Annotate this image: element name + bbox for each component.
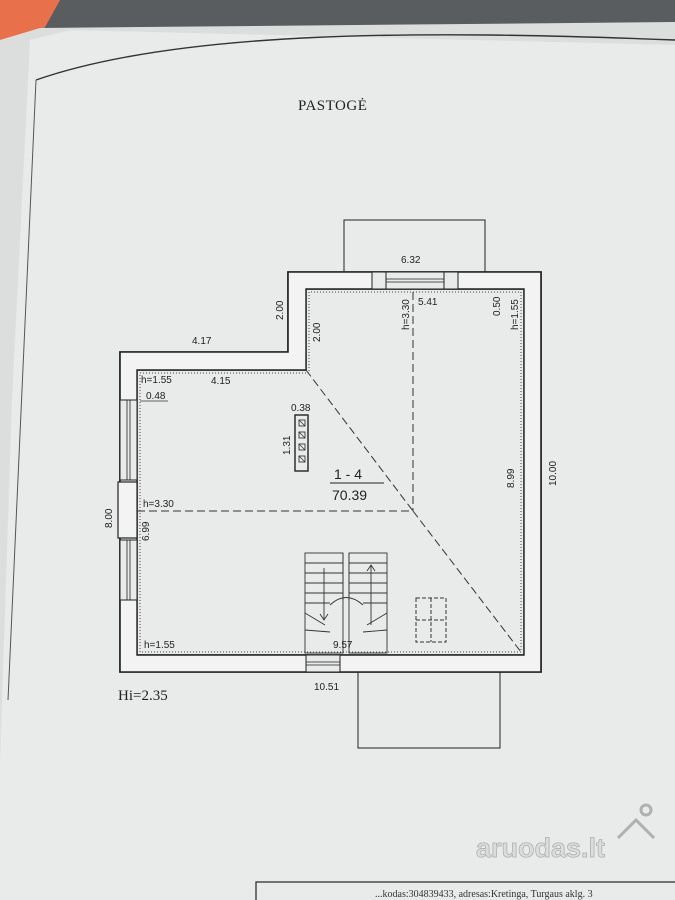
left-window-upper: [119, 399, 138, 481]
dim-left-inner: 6.99: [141, 521, 152, 541]
plan-title: PASTOGĖ: [298, 98, 367, 114]
dim-left-step-outer: 2.00: [275, 300, 286, 320]
dim-bottom-inner: 9.57: [333, 640, 353, 651]
dim-h-top: h=3.30: [401, 299, 412, 330]
dim-h-left-mid: h=3.30: [143, 499, 174, 510]
dim-inner-top: 5.41: [418, 297, 438, 308]
dim-right-outer: 10.00: [548, 461, 559, 486]
chimney: [294, 414, 309, 472]
room-number: 1 - 4: [334, 466, 362, 482]
dim-h-bottom-left: h=1.55: [144, 640, 175, 651]
dim-right-inner: 8.99: [506, 468, 517, 488]
dim-chimney-w: 0.38: [291, 403, 311, 414]
hi-label: Hi=2.35: [118, 688, 168, 704]
footer-box: [255, 881, 675, 900]
dim-bottom-outer: 10.51: [314, 682, 339, 693]
dim-wall-050: 0.50: [492, 296, 503, 316]
dim-upper-left-inner: 4.15: [211, 376, 231, 387]
dim-left-step-inner: 2.00: [312, 322, 323, 342]
room-area: 70.39: [332, 487, 367, 503]
watermark-text: aruodas.lt: [476, 833, 605, 863]
dim-chimney-h: 1.31: [282, 435, 293, 455]
dim-left-outer: 8.00: [104, 508, 115, 528]
page-left-margin-line: [7, 79, 37, 701]
left-window-lower: [119, 539, 138, 601]
roof-ridge-lines: [137, 292, 522, 653]
top-window: [371, 271, 459, 290]
page-border-line: [35, 34, 675, 81]
dim-h-top-right: h=1.55: [510, 299, 521, 330]
dim-top-window: 6.32: [401, 255, 421, 266]
dotted-inner-outline: [139, 291, 522, 653]
footer-text: ...kodas:304839433, adresas:Kretinga, Tu…: [375, 889, 593, 900]
watermark-house-icon: [616, 803, 656, 840]
outer-wall-stroke: [119, 271, 542, 673]
bottom-door: [305, 654, 341, 673]
staircase: [304, 552, 388, 654]
skylight: [415, 597, 447, 643]
dim-h-upper-left: h=1.55: [141, 375, 172, 386]
dim-wall-048: 0.48: [146, 391, 166, 402]
paper-sheet: [0, 30, 675, 900]
dim-upper-left-outer: 4.17: [192, 336, 212, 347]
left-pier: [117, 481, 138, 539]
